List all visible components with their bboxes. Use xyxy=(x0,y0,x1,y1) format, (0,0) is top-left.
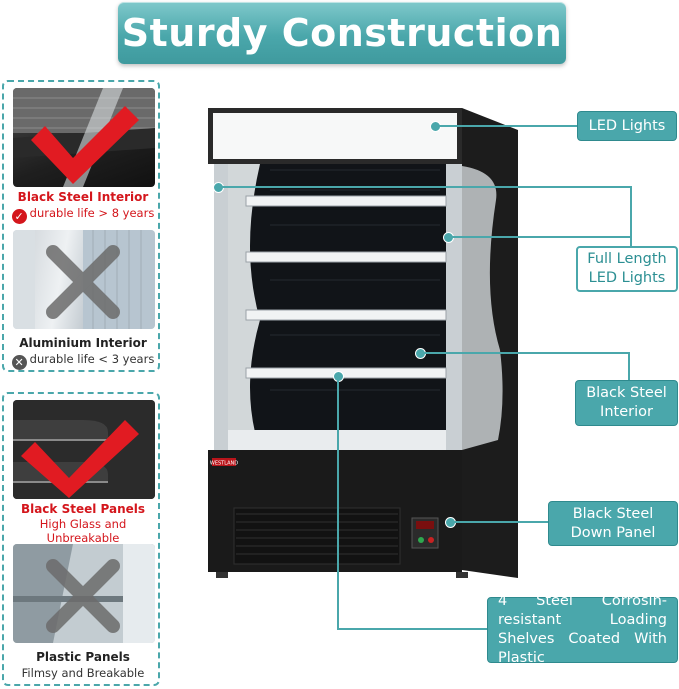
shelf xyxy=(245,367,447,379)
left-pillar xyxy=(214,164,228,454)
shelves-leader-vertical xyxy=(337,378,339,630)
black-steel-interior-label: Black Steel Interior xyxy=(17,190,149,204)
black-steel-panels-image xyxy=(13,400,155,499)
title-banner: Sturdy Construction xyxy=(118,2,566,64)
led-lights-callout: LED Lights xyxy=(577,111,677,141)
shelves xyxy=(245,195,447,379)
shelf xyxy=(245,251,447,263)
foot xyxy=(456,572,468,578)
aluminium-interior-image xyxy=(13,230,155,329)
plastic-panels-image xyxy=(13,544,155,643)
full-length-led-callout: Full Length LED Lights xyxy=(576,246,678,292)
aluminium-interior-label: Aluminium Interior xyxy=(19,336,147,350)
full-led-leader-bottom xyxy=(450,236,632,238)
black-steel-interior-callout: Black Steel Interior xyxy=(575,380,678,426)
full-led-leader-vertical xyxy=(630,186,632,248)
shelves-callout: 4 Steel Corrosin-resistant Loading Shelv… xyxy=(487,593,678,666)
down-panel-leader xyxy=(452,521,548,523)
black-steel-interior-detail: ✓durable life > 8 years xyxy=(4,206,162,224)
controller-display xyxy=(416,521,434,529)
cross-icon xyxy=(46,245,120,319)
shelves-leader xyxy=(337,628,487,630)
page-title: Sturdy Construction xyxy=(121,11,563,55)
plastic-panels-illustration xyxy=(13,544,155,643)
check-icon xyxy=(21,420,139,498)
cross-icon xyxy=(46,559,120,633)
plastic-panels-detail: Filmsy and Breakable xyxy=(21,666,145,680)
check-circle-icon: ✓ xyxy=(11,209,27,224)
display-cooler-illustration: WESTLAND xyxy=(208,108,518,578)
plastic-panels-label: Plastic Panels xyxy=(36,650,130,664)
aluminium-interior-detail: ✕durable life < 3 years xyxy=(4,352,162,370)
black-steel-interior-illustration xyxy=(13,88,155,187)
vent-grille xyxy=(233,507,401,565)
black-steel-panels-detail: High Glass and Unbreakable xyxy=(39,517,127,545)
cross-circle-icon: ✕ xyxy=(11,355,27,370)
controller-switch xyxy=(418,537,424,543)
black-steel-interior-leader-vertical xyxy=(628,352,630,382)
led-sign-panel xyxy=(213,113,457,159)
controller-switch xyxy=(428,537,434,543)
black-steel-down-panel-callout: Black Steel Down Panel xyxy=(548,501,678,546)
led-lights-leader xyxy=(437,125,577,127)
black-steel-interior-image xyxy=(13,88,155,187)
black-steel-interior-leader xyxy=(422,352,630,354)
brand-badge xyxy=(212,458,236,466)
aluminium-interior-illustration xyxy=(13,230,155,329)
black-steel-panels-label: Black Steel Panels xyxy=(20,502,146,516)
right-pillar xyxy=(446,164,462,454)
shelf xyxy=(245,195,447,207)
foot xyxy=(216,572,228,578)
check-icon xyxy=(31,106,139,184)
brand-label: WESTLAND xyxy=(210,461,238,467)
interior-comparison-panel: Black Steel Interior ✓durable life > 8 y… xyxy=(2,80,160,372)
panel-comparison-panel: Black Steel Panels High Glass and Unbrea… xyxy=(2,392,160,686)
full-led-leader-top xyxy=(220,186,632,188)
black-steel-panels-illustration xyxy=(13,400,155,499)
shelf xyxy=(245,309,447,321)
